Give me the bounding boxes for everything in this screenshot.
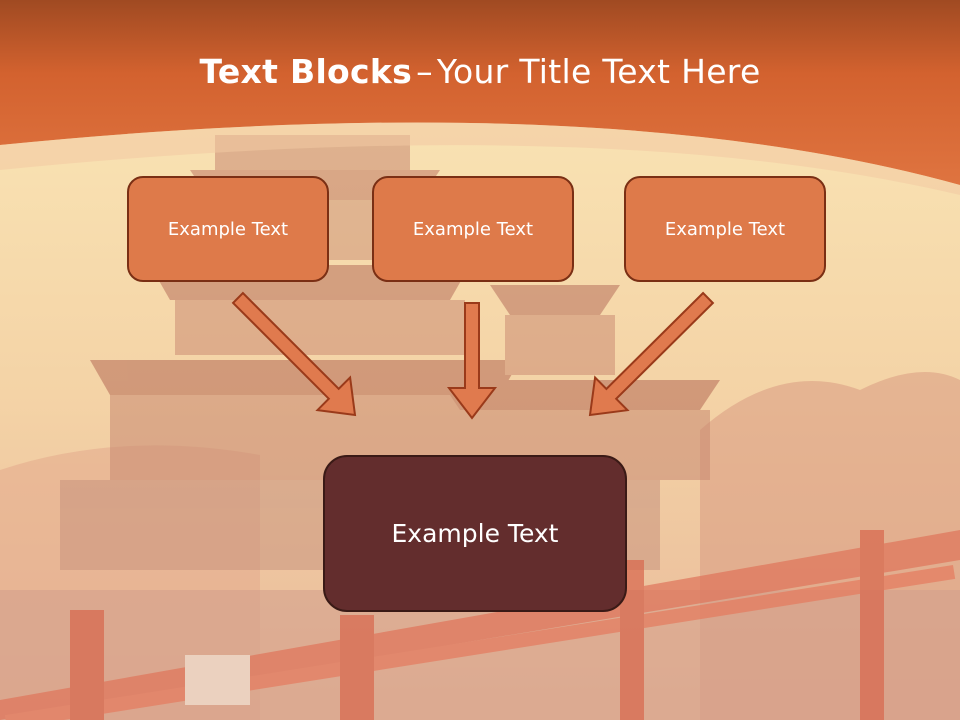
arrow-right [588,291,715,417]
header-swoosh [0,122,960,195]
result-block-label: Example Text [391,519,559,548]
title-rest: Your Title Text Here [436,52,761,91]
title-bold: Text Blocks [199,52,413,91]
slide-title: Text Blocks–Your Title Text Here [0,52,960,91]
text-block-2[interactable]: Example Text [372,176,574,282]
text-block-3[interactable]: Example Text [624,176,826,282]
header-band [0,0,960,185]
arrow-left [231,291,357,417]
text-block-1-label: Example Text [167,218,289,240]
text-block-2-label: Example Text [412,218,534,240]
text-block-1[interactable]: Example Text [127,176,329,282]
title-separator: – [416,52,433,91]
result-block[interactable]: Example Text [323,455,627,612]
text-block-3-label: Example Text [664,218,786,240]
arrow-center [446,302,498,420]
